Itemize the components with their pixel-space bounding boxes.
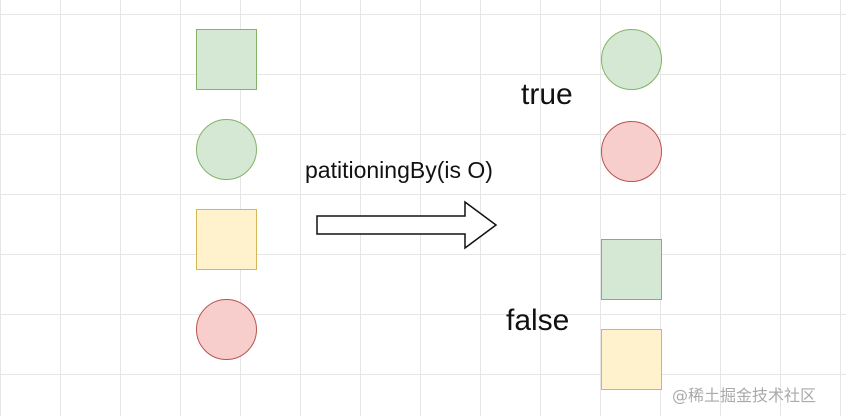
- input-yellow-square: [196, 209, 257, 270]
- input-green-circle: [196, 119, 257, 180]
- arrow-right-icon: [316, 200, 498, 250]
- operation-label: patitioningBy(is O): [305, 157, 493, 183]
- watermark: @稀土掘金技术社区: [672, 386, 817, 405]
- true-label: true: [521, 78, 573, 111]
- false-label: false: [506, 304, 570, 337]
- input-red-circle: [196, 299, 257, 360]
- false-green-square: [601, 239, 662, 300]
- true-green-circle: [601, 29, 662, 90]
- false-yellow-square: [601, 329, 662, 390]
- true-red-circle: [601, 121, 662, 182]
- input-green-square: [196, 29, 257, 90]
